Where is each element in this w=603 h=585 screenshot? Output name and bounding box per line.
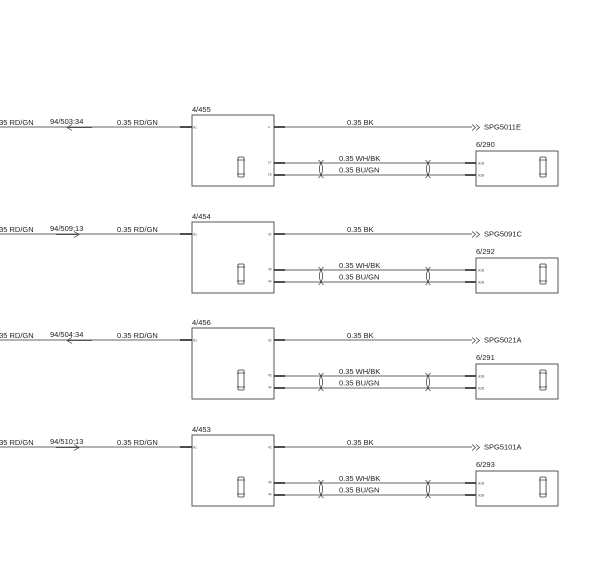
- module-pin-a: 45: [268, 268, 272, 272]
- pair-wire-2-label: 0.35 BU/GN: [339, 379, 379, 388]
- sensor-fuse-icon: [539, 369, 547, 391]
- twist-left-icon: [318, 266, 324, 286]
- pair-wire-1-label: 0.35 WH/BK: [339, 367, 380, 376]
- destination-label: SPG5091C: [484, 230, 523, 239]
- module-pin-b: 44: [268, 280, 272, 284]
- connector-chevron-icon: [471, 124, 481, 131]
- module-pin-in: A1: [193, 339, 197, 343]
- input-wire-label: .35 RD/GN: [0, 118, 34, 127]
- connector-chevron-icon: [471, 231, 481, 238]
- destination-label: SPG5101A: [484, 443, 522, 452]
- module-pin-in: A1: [193, 446, 197, 450]
- sensor-pin-b: A2B: [478, 387, 484, 391]
- sensor-fuse-icon: [539, 156, 547, 178]
- twist-right-icon: [425, 159, 431, 179]
- module-pin-out: 42: [268, 446, 272, 450]
- module-id: 4/455: [192, 105, 211, 114]
- page-reference: 94/504:34: [50, 330, 83, 339]
- twist-right-icon: [425, 372, 431, 392]
- module-pin-in: A1: [193, 126, 197, 130]
- module-pin-out: 4: [268, 126, 270, 130]
- sensor-id: 6/293: [476, 460, 495, 469]
- output-wire-label: 0.35 BK: [347, 225, 374, 234]
- arrow-right-icon: [73, 444, 80, 451]
- module-pin-b: 44: [268, 386, 272, 390]
- module-fuse-icon: [237, 476, 245, 498]
- twist-left-icon: [318, 479, 324, 499]
- sensor-id: 6/292: [476, 247, 495, 256]
- twist-right-icon: [425, 266, 431, 286]
- pair-wire-2-label: 0.35 BU/GN: [339, 486, 379, 495]
- module-fuse-icon: [237, 369, 245, 391]
- sensor-fuse-icon: [539, 476, 547, 498]
- sensor-pin-a: A1B: [478, 162, 484, 166]
- pair-wire-1-label: 0.35 WH/BK: [339, 154, 380, 163]
- module-id: 4/453: [192, 425, 211, 434]
- pair-wire-1-label: 0.35 WH/BK: [339, 474, 380, 483]
- module-wire-label: 0.35 RD/GN: [117, 118, 158, 127]
- module-pin-a: 45: [268, 374, 272, 378]
- destination-label: SPG5011E: [484, 123, 521, 132]
- module-box: [191, 114, 275, 187]
- module-pin-a: 17: [268, 161, 272, 165]
- page-reference: 94/510:13: [50, 437, 83, 446]
- twist-left-icon: [318, 372, 324, 392]
- module-fuse-icon: [237, 156, 245, 178]
- arrow-left-icon: [66, 337, 73, 344]
- module-pin-out: 42: [268, 233, 272, 237]
- output-wire-label: 0.35 BK: [347, 331, 374, 340]
- sensor-id: 6/291: [476, 353, 495, 362]
- module-wire-label: 0.35 RD/GN: [117, 331, 158, 340]
- module-box: [191, 434, 275, 507]
- arrow-right-icon: [73, 231, 80, 238]
- sensor-pin-b: A2B: [478, 281, 484, 285]
- module-wire-label: 0.35 RD/GN: [117, 225, 158, 234]
- module-id: 4/454: [192, 212, 211, 221]
- destination-label: SPG5021A: [484, 336, 522, 345]
- sensor-pin-a: A1B: [478, 482, 484, 486]
- module-pin-a: 45: [268, 481, 272, 485]
- output-wire-label: 0.35 BK: [347, 118, 374, 127]
- arrow-left-icon: [66, 124, 73, 131]
- module-fuse-icon: [237, 263, 245, 285]
- sensor-fuse-icon: [539, 263, 547, 285]
- twist-right-icon: [425, 479, 431, 499]
- module-wire-label: 0.35 RD/GN: [117, 438, 158, 447]
- pair-wire-2-label: 0.35 BU/GN: [339, 273, 379, 282]
- pair-wire-1-label: 0.35 WH/BK: [339, 261, 380, 270]
- sensor-pin-a: A1B: [478, 269, 484, 273]
- module-box: [191, 221, 275, 294]
- page-reference: 94/503:34: [50, 117, 83, 126]
- input-wire-label: .35 RD/GN: [0, 438, 34, 447]
- module-pin-b: 16: [268, 173, 272, 177]
- input-wire-label: .35 RD/GN: [0, 331, 34, 340]
- module-pin-out: 42: [268, 339, 272, 343]
- pair-wire-2-label: 0.35 BU/GN: [339, 166, 379, 175]
- page-reference: 94/509:13: [50, 224, 83, 233]
- connector-chevron-icon: [471, 337, 481, 344]
- twist-left-icon: [318, 159, 324, 179]
- output-wire-label: 0.35 BK: [347, 438, 374, 447]
- module-id: 4/456: [192, 318, 211, 327]
- connector-chevron-icon: [471, 444, 481, 451]
- module-box: [191, 327, 275, 400]
- sensor-pin-b: A2B: [478, 494, 484, 498]
- sensor-pin-b: A2B: [478, 174, 484, 178]
- module-pin-b: 44: [268, 493, 272, 497]
- sensor-pin-a: A1B: [478, 375, 484, 379]
- input-wire-label: .35 RD/GN: [0, 225, 34, 234]
- sensor-id: 6/290: [476, 140, 495, 149]
- module-pin-in: A1: [193, 233, 197, 237]
